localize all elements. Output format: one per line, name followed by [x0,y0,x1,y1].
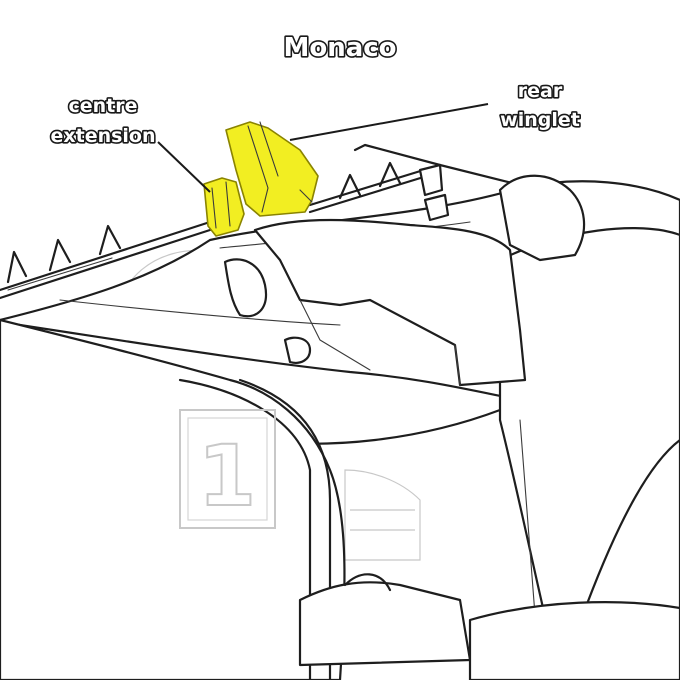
rear-winglet-label-line2: winglet [500,109,580,131]
rear-winglet-leader [289,103,489,141]
centre-extension-label-line1: centre [68,95,137,117]
number-panel: 1 [179,409,276,529]
centre-extension-label-line2: extension [50,125,155,147]
title: Monaco [283,33,396,63]
left-rail [0,220,212,300]
rear-winglet-label-line1: rear [518,80,563,102]
centre-extension-leader [157,141,211,193]
centre-pylon [223,163,586,387]
beam-wing [298,573,680,680]
rear-winglet-highlight [225,121,319,217]
car-number: 1 [198,427,256,525]
centre-extension-highlight [203,177,245,237]
